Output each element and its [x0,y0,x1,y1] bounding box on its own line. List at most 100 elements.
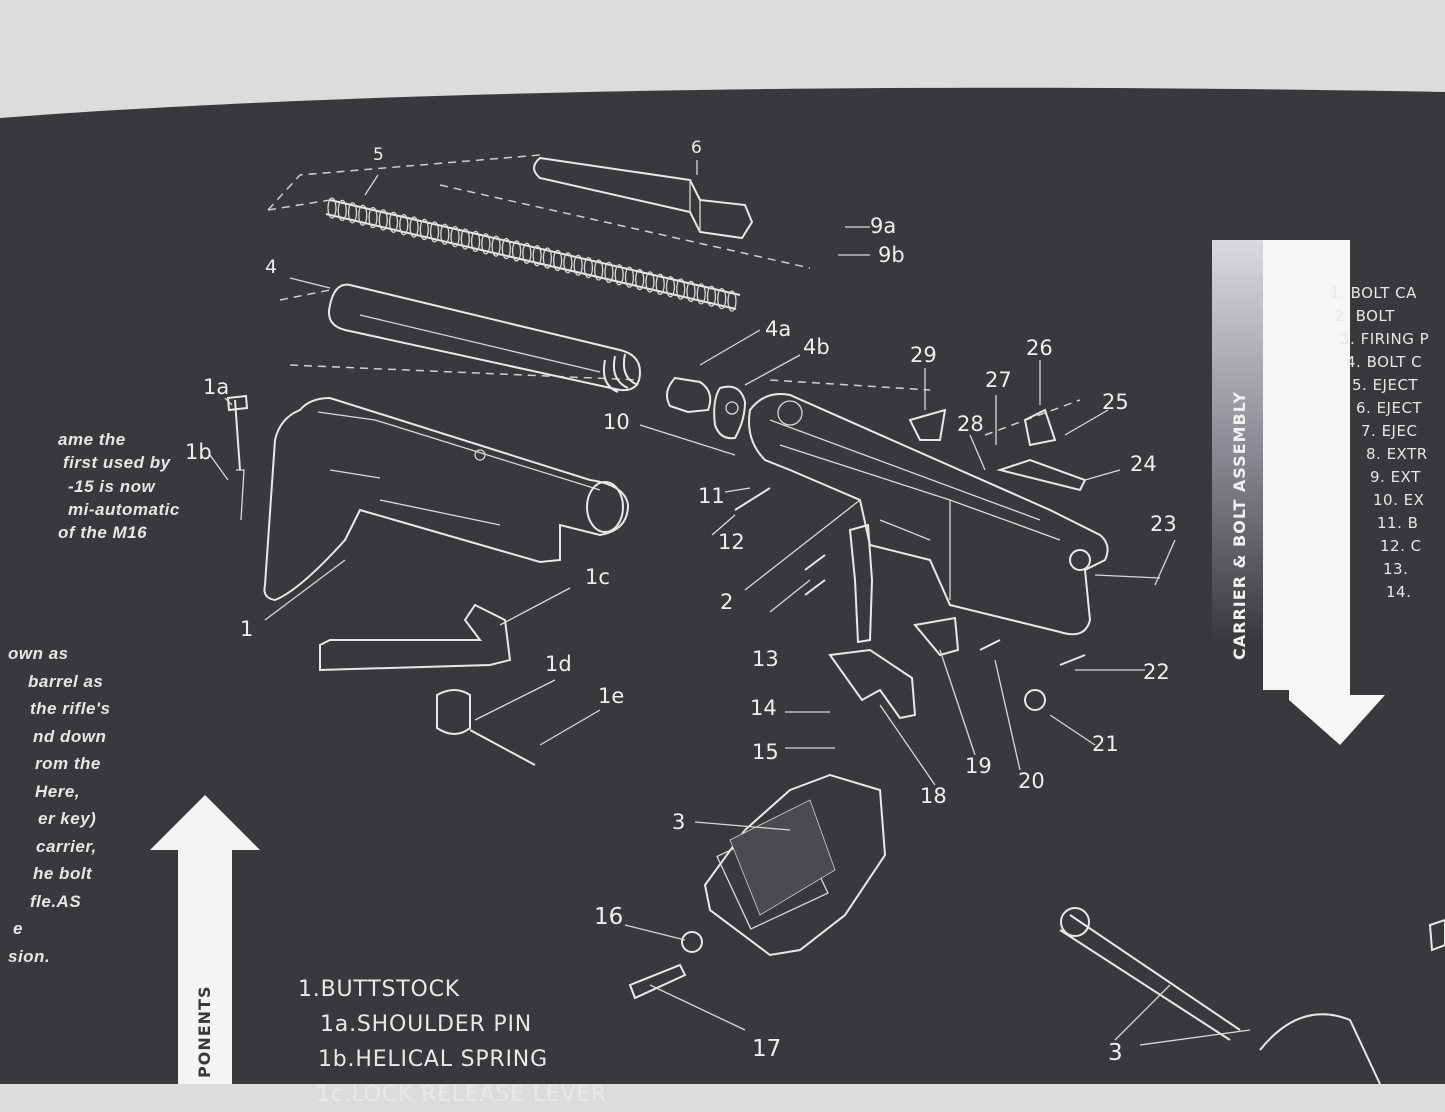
spring-coil [676,278,686,300]
text-line: nd down [33,726,107,746]
spring-coil [542,247,553,269]
part-label: 5 [373,145,384,165]
part-label: 12 [718,530,745,554]
text-line: own as [8,644,69,663]
list-item: 3. FIRING P [1340,330,1430,348]
part-label: 13 [752,647,779,671]
text-line: first used by [63,453,171,473]
spring-coil [399,214,409,236]
spring-coil [501,237,512,260]
spring-coil [706,285,717,307]
text-line: carrier, [36,836,97,856]
spring-coil [450,225,460,248]
castle-nut [665,376,712,414]
spring-coil [368,206,378,229]
list-item: 1. BOLT CA [1330,284,1417,302]
spring-coil [614,264,624,286]
spring-coil [511,240,522,262]
text-line: -15 is now [68,476,156,496]
spring-coil [563,252,573,274]
spring-coil [327,197,337,219]
part-label: 20 [1018,769,1045,793]
part-label: 3 [672,810,686,834]
shoulder-pin [234,399,241,471]
list-item: 13. [1383,560,1409,578]
part-label: 6 [691,138,702,158]
list-item: 6. EJECT [1356,399,1423,417]
spring-coil [583,256,594,279]
part-label: 23 [1150,512,1177,536]
spring-coil [686,280,696,303]
part-label: 22 [1143,660,1170,684]
list-item: 1b.HELICAL SPRING [318,1047,548,1072]
lower-receiver [748,393,1109,636]
components-title: PONENTS [195,985,214,1078]
text-line: mi-automatic [68,499,180,519]
part-label: 27 [985,368,1012,392]
buttstock [263,396,630,602]
list-item: 4. BOLT C [1346,353,1423,371]
spring-coil [645,271,655,293]
text-line: the rifle's [30,699,111,719]
spring-coil [594,259,604,281]
spring-coil [481,233,491,255]
text-line: rom the [35,754,101,774]
hammer [828,648,917,720]
spring-coil [727,290,737,312]
buffer-spring [325,197,741,312]
part-label: 19 [965,754,992,778]
list-item: 5. EJECT [1352,376,1419,394]
text-line: ame the [58,430,126,449]
text-line: he bolt [33,864,93,884]
list-item: 14. [1386,583,1412,601]
spring-coil [378,209,388,231]
spring-coil [419,218,429,241]
disconnector [913,616,960,657]
part-label: 9a [870,214,897,238]
spring-coil [409,216,419,238]
list-item: 10. EX [1373,491,1425,509]
part-label: 4b [803,335,830,359]
part-label: 28 [957,412,984,436]
part-label: 4a [765,317,792,341]
text-line: barrel as [28,671,104,691]
spring-coil [552,249,563,272]
list-item: 7. EJEC [1361,422,1418,440]
mat-background [0,87,1445,1084]
part-label: 24 [1130,452,1157,476]
firing-pin [1059,914,1241,1041]
spring-coil [460,228,470,250]
part-label: 11 [698,484,725,508]
spring-coil [532,245,542,267]
part-label: 21 [1092,732,1119,756]
spring-coil [573,254,583,276]
end-plate [713,385,747,440]
receiver-extension [328,283,642,393]
part-label: 26 [1026,336,1053,360]
list-item: 12. C [1380,537,1422,555]
list-item: 11. B [1377,514,1419,532]
part-label: 1b [185,440,212,464]
spring-coil [717,287,727,310]
spring-coil [388,211,399,233]
part-label: 9b [878,243,905,267]
part-label: 18 [920,784,947,808]
up-arrow-icon [150,795,260,1084]
description-paragraph: own as barrel as the rifle's nd down rom… [8,640,110,970]
part-label: 29 [910,343,937,367]
spring-coil [429,221,440,243]
lock-release-lever [319,603,512,672]
part-label: 1a [203,375,230,399]
spring-coil [337,199,347,222]
text-line: Here, [35,781,81,801]
pistol-grip [703,773,887,957]
part-label: 14 [750,696,777,720]
spring-coil [655,273,665,295]
part-label: 1 [240,617,254,641]
spring-coil [665,276,676,298]
text-line: fle.AS [30,891,82,911]
down-arrow-icon [1263,240,1385,745]
trigger [848,523,874,644]
part-label: 2 [720,590,734,614]
part-label: 4 [265,256,278,278]
